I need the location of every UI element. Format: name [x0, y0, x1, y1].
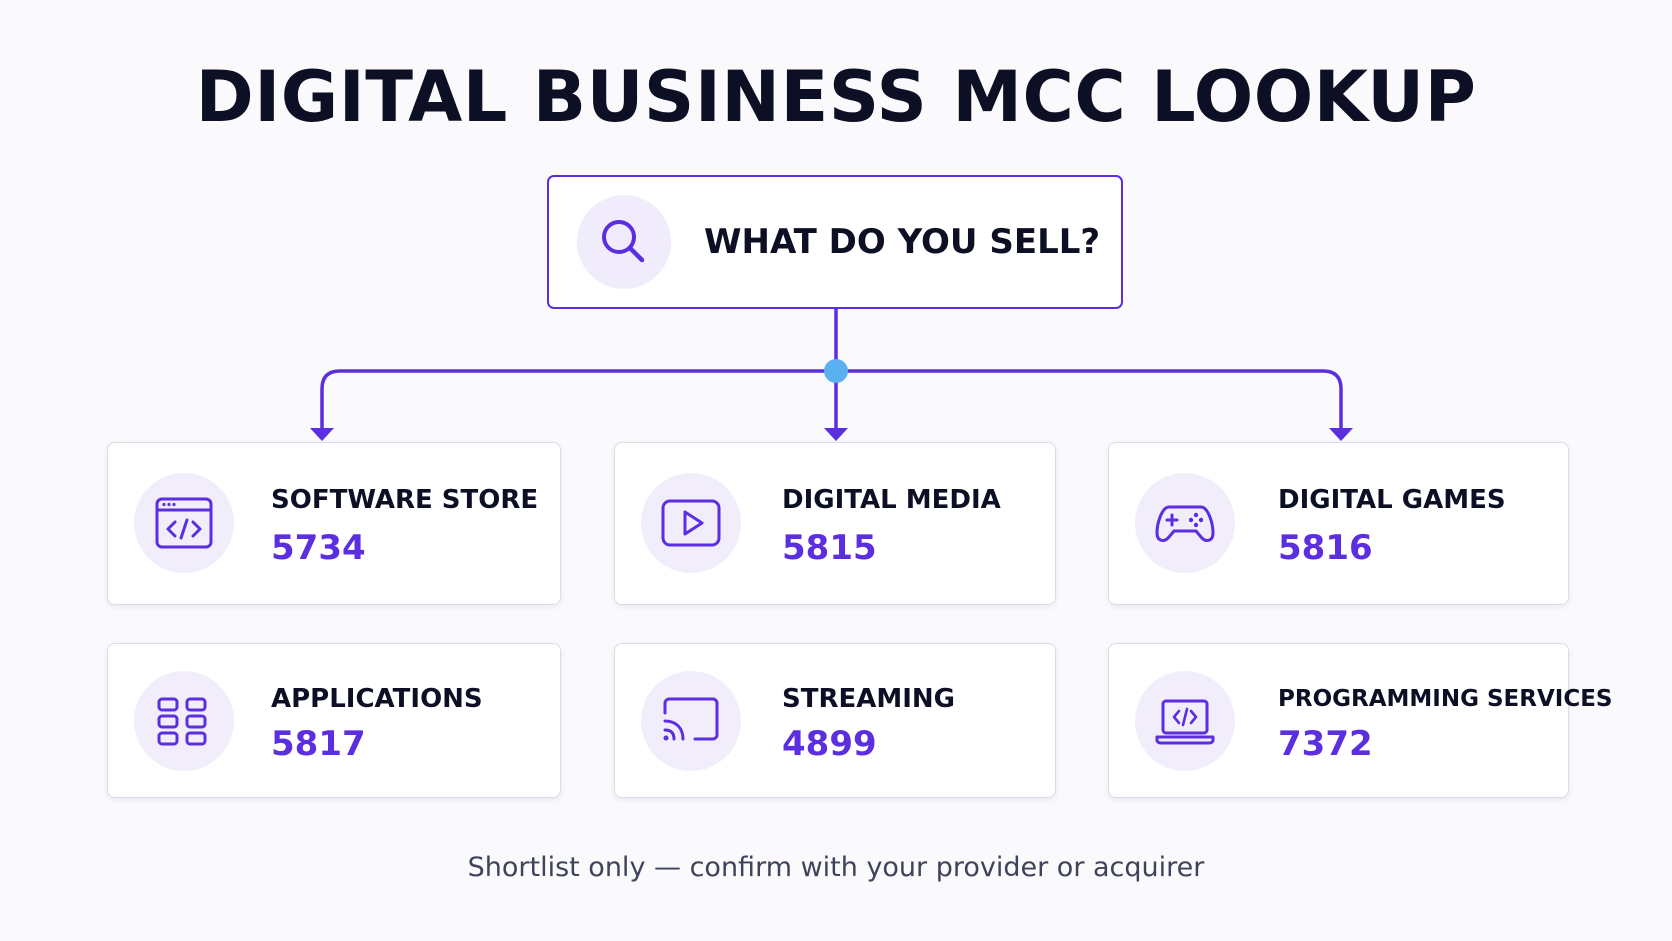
mcc-code: 7372 [1278, 724, 1373, 764]
footnote: Shortlist only — confirm with your provi… [467, 852, 1205, 883]
arrow-center-icon [824, 428, 848, 441]
category-label: DIGITAL GAMES [1278, 485, 1506, 515]
category-card-applications[interactable]: APPLICATIONS 5817 [107, 643, 561, 798]
gamepad-icon [1135, 473, 1235, 573]
category-label: APPLICATIONS [271, 684, 483, 714]
app-grid-icon [134, 671, 234, 771]
play-icon [641, 473, 741, 573]
mcc-code: 5734 [271, 528, 366, 568]
mcc-code: 4899 [782, 724, 877, 764]
arrow-right-icon [1329, 428, 1353, 441]
category-label: DIGITAL MEDIA [782, 485, 1001, 515]
category-card-software-store[interactable]: SOFTWARE STORE 5734 [107, 442, 561, 605]
arrow-left-icon [310, 428, 334, 441]
connector-left [320, 369, 836, 432]
junction-dot [824, 359, 848, 383]
category-card-digital-games[interactable]: DIGITAL GAMES 5816 [1108, 442, 1569, 605]
category-card-streaming[interactable]: STREAMING 4899 [614, 643, 1056, 798]
mcc-code: 5815 [782, 528, 877, 568]
mcc-code: 5817 [271, 724, 366, 764]
page-title: DIGITAL BUSINESS MCC LOOKUP [195, 56, 1477, 138]
laptop-code-icon [1135, 671, 1235, 771]
category-card-programming-services[interactable]: PROGRAMMING SERVICES 7372 [1108, 643, 1612, 798]
connector-right [836, 369, 1343, 432]
search-prompt-box: WHAT DO YOU SELL? [547, 175, 1123, 309]
mcc-code: 5816 [1278, 528, 1373, 568]
search-icon [577, 195, 671, 289]
cast-icon [641, 671, 741, 771]
category-label: SOFTWARE STORE [271, 485, 539, 515]
search-prompt-label: WHAT DO YOU SELL? [704, 222, 1101, 262]
category-card-digital-media[interactable]: DIGITAL MEDIA 5815 [614, 442, 1056, 605]
code-window-icon [134, 473, 234, 573]
category-label: PROGRAMMING SERVICES [1278, 686, 1613, 712]
category-label: STREAMING [782, 684, 956, 714]
